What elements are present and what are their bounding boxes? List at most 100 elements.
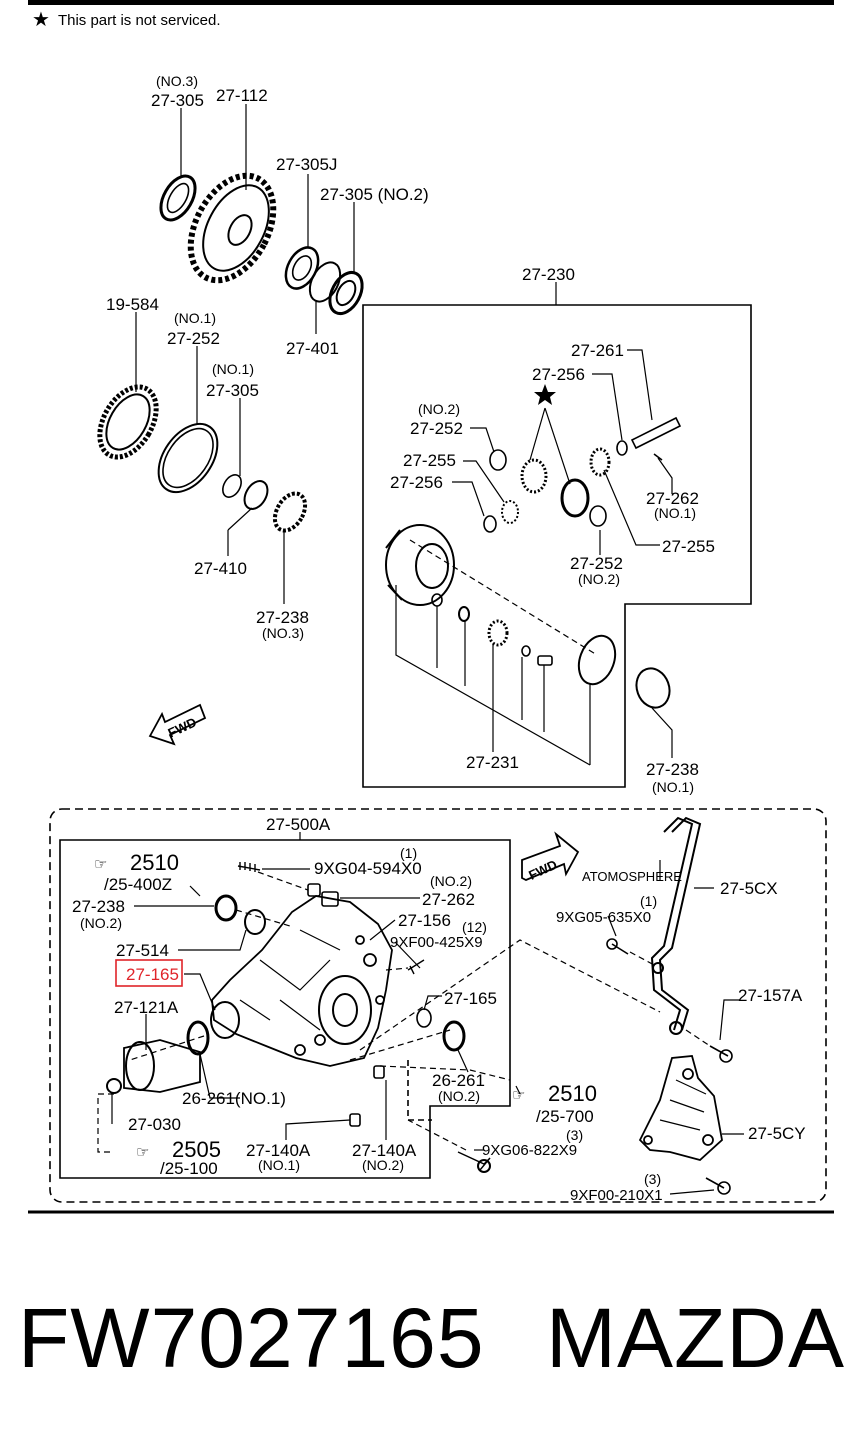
label-27-165-highlighted: 27-165 — [126, 965, 179, 984]
seal-27-305-no3 — [159, 174, 197, 222]
hand-icon-c: ☞ — [512, 1087, 525, 1104]
bearing-27-238-no3 — [272, 491, 308, 533]
hand-icon-b: ☞ — [136, 1144, 149, 1161]
label-27-252-no2-a: 27-252 — [410, 419, 463, 438]
fwd-label-lower: FWD — [526, 857, 559, 883]
label-27-238-no2-qual: (NO.2) — [80, 915, 122, 931]
label-27-030: 27-030 — [128, 1115, 181, 1134]
label-27-256-b: 27-256 — [390, 473, 443, 492]
label-27-500a: 27-500A — [266, 815, 331, 834]
label-27-255-b: 27-255 — [662, 537, 715, 556]
label-27-305-no3-qual: (NO.3) — [156, 73, 198, 89]
part-number: FW7027165 — [18, 1291, 485, 1385]
star-icon — [534, 384, 556, 405]
label-27-112: 27-112 — [216, 86, 268, 105]
label-27-305-no3: 27-305 — [151, 91, 204, 110]
label-2505-sub: /25-100 — [160, 1159, 218, 1178]
label-27-261: 27-261 — [571, 341, 624, 360]
label-9xg06-qual: (3) — [566, 1127, 583, 1143]
footer-caption: FW7027165 MAZDA — [18, 1290, 858, 1400]
label-9xf00-210x1: 9XF00-210X1 — [570, 1187, 663, 1204]
diff-gears — [483, 416, 682, 533]
dashed-assembly-border — [49, 808, 827, 1203]
label-2505: 2505 — [172, 1137, 221, 1162]
bracket-27-5cy — [638, 1055, 723, 1161]
brand-name: MAZDA — [546, 1291, 845, 1385]
label-26-261-no2-qual: (NO.2) — [438, 1088, 480, 1104]
label-27-230: 27-230 — [522, 265, 575, 284]
label-27-305j: 27-305J — [276, 155, 337, 174]
label-27-238-no2: 27-238 — [72, 897, 125, 916]
label-27-305-no1: 27-305 — [206, 381, 259, 400]
label-27-238-no1: 27-238 — [646, 760, 699, 779]
star-icon: ★ — [32, 9, 50, 31]
ring-19-584 — [97, 384, 159, 460]
alignment-lines-lower — [97, 871, 711, 1153]
label-9xf00-425x9: 9XF00-425X9 — [390, 934, 483, 951]
label-27-140a-no2: 27-140A — [352, 1141, 417, 1160]
label-27-252-no1: 27-252 — [167, 329, 220, 348]
label-9xf00-210x1-qual: (3) — [644, 1171, 661, 1187]
top-rule — [28, 0, 834, 5]
label-27-238-no3-qual: (NO.3) — [262, 625, 304, 641]
label-27-252-no2-a-qual: (NO.2) — [418, 401, 460, 417]
leaders-kit — [395, 349, 673, 766]
assembly-small-parts — [106, 862, 491, 1173]
label-27-157a: 27-157A — [738, 986, 803, 1005]
note-text: This part is not serviced. — [57, 11, 221, 29]
label-27-262-no2: 27-262 — [422, 890, 475, 909]
label-27-5cx: 27-5CX — [720, 879, 778, 898]
label-9xg05-635x0: 9XG05-635X0 — [556, 909, 651, 926]
label-2510-b: 2510 — [548, 1081, 597, 1106]
inner-dashed-border — [407, 1060, 432, 1121]
bearing-27-305j — [284, 246, 320, 290]
label-27-231: 27-231 — [466, 753, 519, 772]
label-19-584: 19-584 — [106, 295, 159, 314]
label-9xg04-qual: (1) — [400, 845, 417, 861]
label-27-238-no1-qual: (NO.1) — [652, 779, 694, 795]
label-27-121a: 27-121A — [114, 998, 179, 1017]
shim-27-401 — [308, 261, 342, 303]
label-2510-a: 2510 — [130, 850, 179, 875]
label-9xg06-822x9: 9XG06-822X9 — [482, 1142, 577, 1159]
label-27-165-b: 27-165 — [444, 989, 497, 1008]
kit-box-27-230 — [362, 304, 752, 788]
label-27-514: 27-514 — [116, 941, 169, 960]
leaders-lower — [111, 860, 744, 1195]
bolts-right — [606, 938, 733, 1195]
highlight-box-27-165 — [115, 959, 183, 987]
diff-small-parts — [431, 593, 671, 709]
label-26-261-no2: 26-261 — [432, 1071, 485, 1090]
label-27-252-no1-qual: (NO.1) — [174, 310, 216, 326]
bearing-27-305-no2 — [328, 270, 364, 316]
label-27-140a-no2-qual: (NO.2) — [362, 1157, 404, 1173]
label-atmosphere: ATOMOSPHERE — [582, 869, 682, 884]
snap-ring-27-252-no1 — [157, 422, 219, 494]
label-27-140a-no1: 27-140A — [246, 1141, 311, 1160]
label-27-262-no1: 27-262 — [646, 489, 699, 508]
breather-hose-27-5cx — [650, 816, 702, 1035]
label-2510-a-sub: /25-400Z — [104, 875, 172, 894]
washer-27-410 — [243, 480, 269, 510]
ring-gear-27-112 — [187, 172, 277, 284]
assembly-box-27-500a — [59, 839, 511, 1179]
differential-case — [385, 524, 455, 606]
fwd-arrow-upper — [148, 703, 207, 746]
leaders-upper-left — [135, 104, 355, 604]
label-9xg05-qual: (1) — [640, 893, 657, 909]
transfer-case-housing — [210, 895, 393, 1067]
label-2510-b-sub: /25-700 — [536, 1107, 594, 1126]
hand-icon-a: ☞ — [94, 856, 107, 873]
label-27-252-no2-b: 27-252 — [570, 554, 623, 573]
label-9xf00-qual: (12) — [462, 919, 487, 935]
label-27-252-no2-b-qual: (NO.2) — [578, 571, 620, 587]
label-27-140a-no1-qual: (NO.1) — [258, 1157, 300, 1173]
fwd-arrow-lower — [521, 831, 580, 881]
label-9xg04: 9XG04-594X0 — [314, 859, 422, 878]
label-27-255-a: 27-255 — [403, 451, 456, 470]
label-27-401: 27-401 — [286, 339, 339, 358]
label-27-238-no3: 27-238 — [256, 608, 309, 627]
label-27-256-a: 27-256 — [532, 365, 585, 384]
washer-27-305-no1 — [222, 474, 242, 498]
